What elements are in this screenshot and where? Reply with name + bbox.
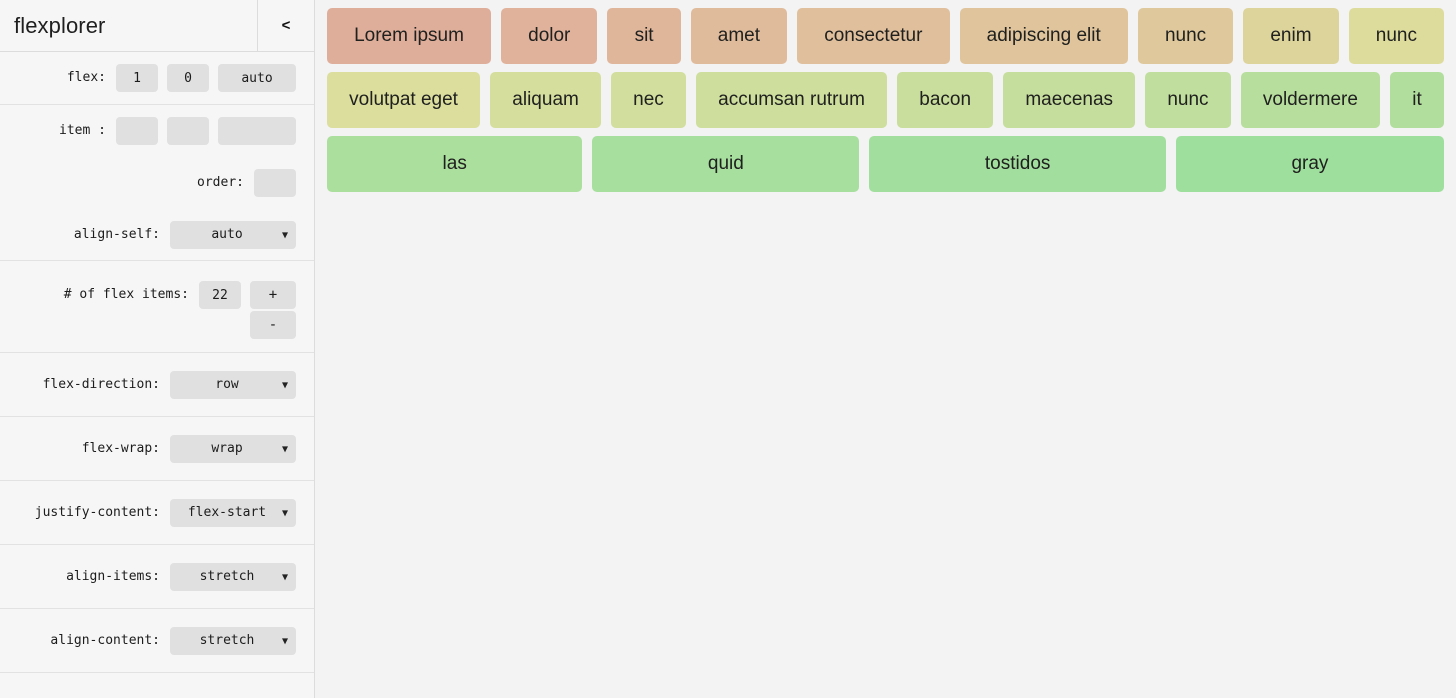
control-group-align-items: align-items: stretch	[0, 545, 314, 609]
item-extra-input[interactable]	[218, 117, 296, 145]
flex-basis-input[interactable]	[218, 64, 296, 92]
control-group-align-content: align-content: stretch	[0, 609, 314, 673]
chevron-down-icon: row	[170, 370, 296, 399]
flex-grow-input[interactable]	[116, 64, 158, 92]
control-group-flex: flex:	[0, 52, 314, 105]
flex-item[interactable]: nunc	[1137, 8, 1234, 64]
flex-item[interactable]: nunc	[1145, 72, 1231, 128]
chevron-down-icon: auto	[170, 220, 296, 249]
flex-item[interactable]: enim	[1243, 8, 1339, 64]
flex-item[interactable]: las	[327, 136, 583, 192]
chevron-left-icon[interactable]: <	[257, 0, 314, 51]
flex-wrap-select[interactable]: wrap	[170, 434, 296, 463]
flex-item[interactable]: maecenas	[1003, 72, 1136, 128]
align-items-select[interactable]: stretch	[170, 562, 296, 591]
flex-item[interactable]: tostidos	[869, 136, 1166, 192]
control-group-align-self: align-self: auto	[0, 209, 314, 261]
align-items-label: align-items:	[66, 568, 160, 584]
control-group-order: order:	[0, 157, 314, 209]
flex-item[interactable]: nec	[611, 72, 686, 128]
flex-item-count-label: # of flex items:	[63, 287, 189, 302]
flex-label: flex:	[66, 70, 106, 85]
control-group-item: item :	[0, 105, 314, 157]
control-group-flex-wrap: flex-wrap: wrap	[0, 417, 314, 481]
flex-item[interactable]: consectetur	[797, 8, 950, 64]
align-self-label: align-self:	[73, 226, 160, 242]
flex-item[interactable]: accumsan rutrum	[695, 72, 888, 128]
flex-item[interactable]: amet	[690, 8, 788, 64]
chevron-down-icon: stretch	[170, 626, 296, 655]
flex-item[interactable]: quid	[592, 136, 860, 192]
flex-wrap-label: flex-wrap:	[81, 440, 160, 456]
item-label: item :	[59, 123, 106, 138]
sidebar-header: flexplorer <	[0, 0, 314, 52]
flex-item[interactable]: nunc	[1348, 8, 1445, 64]
align-content-label: align-content:	[50, 632, 160, 648]
flex-direction-select[interactable]: row	[170, 370, 296, 399]
increment-button[interactable]: +	[250, 281, 296, 309]
flex-item[interactable]: sit	[607, 8, 681, 64]
item-height-input[interactable]	[167, 117, 209, 145]
flex-item[interactable]: dolor	[501, 8, 598, 64]
flex-item-count-input[interactable]	[199, 281, 241, 309]
control-group-justify-content: justify-content: flex-start	[0, 481, 314, 545]
flex-item[interactable]: it	[1390, 72, 1444, 128]
flex-direction-label: flex-direction:	[42, 376, 160, 392]
item-width-input[interactable]	[116, 117, 158, 145]
flex-item[interactable]: volutpat eget	[327, 72, 481, 128]
flex-item[interactable]: bacon	[897, 72, 994, 128]
flex-item[interactable]: Lorem ipsum	[327, 8, 492, 64]
chevron-down-icon: wrap	[170, 434, 296, 463]
flex-shrink-input[interactable]	[167, 64, 209, 92]
page-title: flexplorer	[14, 12, 106, 38]
control-group-flex-direction: flex-direction: row	[0, 353, 314, 417]
align-content-select[interactable]: stretch	[170, 626, 296, 655]
control-group-item-count: # of flex items: + -	[0, 261, 314, 353]
flex-item[interactable]: adipiscing elit	[959, 8, 1128, 64]
order-label: order:	[197, 175, 244, 190]
decrement-button[interactable]: -	[250, 311, 296, 339]
align-self-select[interactable]: auto	[170, 220, 296, 249]
chevron-down-icon: flex-start	[170, 498, 296, 527]
chevron-down-icon: stretch	[170, 562, 296, 591]
flex-item[interactable]: voldermere	[1240, 72, 1381, 128]
flex-item[interactable]: aliquam	[490, 72, 602, 128]
flex-item[interactable]: gray	[1175, 136, 1444, 192]
justify-content-label: justify-content:	[34, 504, 160, 520]
item-count-stepper: + -	[250, 281, 296, 339]
justify-content-select[interactable]: flex-start	[170, 498, 296, 527]
order-input[interactable]	[254, 169, 296, 197]
controls-sidebar: flexplorer < flex: item : order: align-s…	[0, 0, 315, 698]
